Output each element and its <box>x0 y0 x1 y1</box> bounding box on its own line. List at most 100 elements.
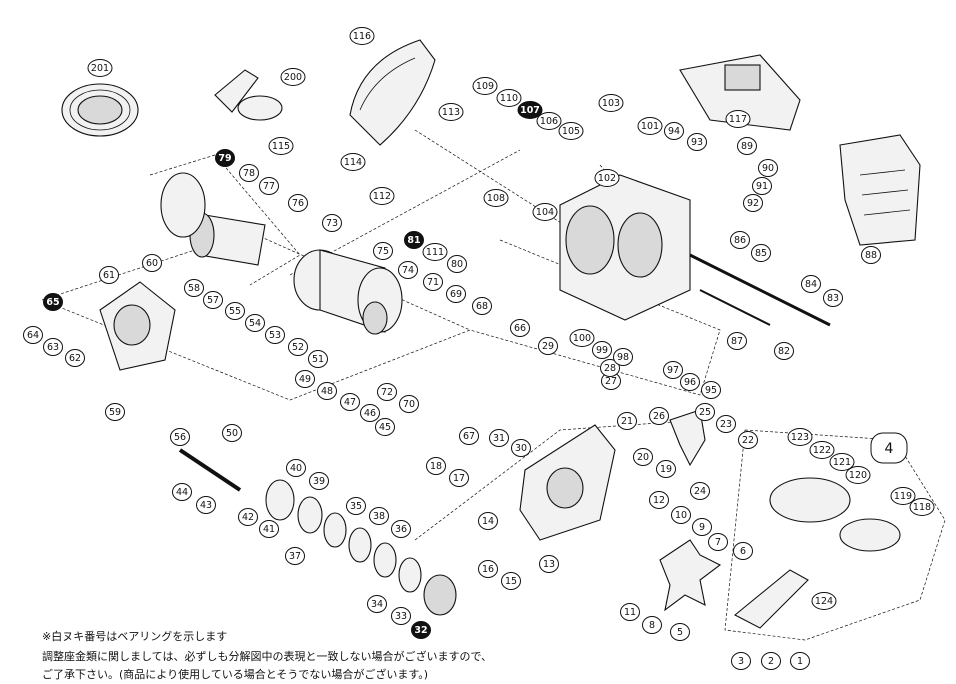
svg-text:50: 50 <box>226 428 238 439</box>
svg-text:114: 114 <box>344 157 362 168</box>
part-callout-80: 80 <box>447 255 467 273</box>
svg-text:99: 99 <box>596 345 608 356</box>
svg-text:119: 119 <box>894 491 912 502</box>
part-callout-104: 104 <box>532 203 558 221</box>
part-callout-56: 56 <box>170 428 190 446</box>
svg-text:24: 24 <box>694 486 706 497</box>
part-callout-14: 14 <box>478 512 498 530</box>
svg-text:37: 37 <box>289 551 301 562</box>
svg-text:118: 118 <box>913 502 931 513</box>
drag-washers <box>265 479 457 616</box>
svg-text:82: 82 <box>778 346 790 357</box>
part-callout-118: 118 <box>909 498 935 516</box>
part-callout-35: 35 <box>346 497 366 515</box>
svg-text:6: 6 <box>740 546 746 557</box>
part-callout-98: 98 <box>613 348 633 366</box>
handle-arm-124 <box>734 569 809 629</box>
part-callout-39: 39 <box>309 472 329 490</box>
handle-side-cover-21 <box>519 424 616 541</box>
svg-text:200: 200 <box>284 72 302 83</box>
spool-75 <box>293 249 403 335</box>
part-callout-111: 111 <box>422 243 448 261</box>
part-callout-21: 21 <box>617 412 637 430</box>
part-callout-13: 13 <box>539 555 559 573</box>
part-callout-49: 49 <box>295 370 315 388</box>
part-callout-30: 30 <box>511 439 531 457</box>
part-callout-89: 89 <box>737 137 757 155</box>
part-callout-81: 81 <box>404 231 424 249</box>
part-callout-40: 40 <box>286 459 306 477</box>
part-callout-44: 44 <box>172 483 192 501</box>
svg-text:33: 33 <box>395 611 407 622</box>
part-callout-82: 82 <box>774 342 794 360</box>
svg-text:38: 38 <box>373 511 385 522</box>
part-callout-12: 12 <box>649 491 669 509</box>
part-callout-33: 33 <box>391 607 411 625</box>
svg-text:52: 52 <box>292 342 304 353</box>
svg-text:88: 88 <box>865 250 877 261</box>
part-callout-46: 46 <box>360 404 380 422</box>
part-callout-65: 65 <box>43 293 63 311</box>
part-callout-106: 106 <box>536 112 562 130</box>
main-shaft-43 <box>178 448 242 492</box>
line-spool-201 <box>61 83 139 137</box>
svg-text:39: 39 <box>313 476 325 487</box>
part-callout-48: 48 <box>317 382 337 400</box>
part-callout-38: 38 <box>369 507 389 525</box>
svg-text:2: 2 <box>768 656 774 667</box>
svg-text:75: 75 <box>377 246 389 257</box>
svg-text:104: 104 <box>536 207 554 218</box>
svg-text:60: 60 <box>146 258 158 269</box>
svg-text:40: 40 <box>290 463 302 474</box>
svg-text:29: 29 <box>542 341 554 352</box>
display-unit-117 <box>679 54 801 131</box>
part-callout-93: 93 <box>687 133 707 151</box>
part-callout-71: 71 <box>423 273 443 291</box>
svg-text:17: 17 <box>453 473 465 484</box>
part-callout-91: 91 <box>752 177 772 195</box>
svg-text:20: 20 <box>637 452 649 463</box>
part-callout-62: 62 <box>65 349 85 367</box>
svg-text:14: 14 <box>482 516 494 527</box>
part-callout-23: 23 <box>716 415 736 433</box>
part-callout-108: 108 <box>483 189 509 207</box>
svg-text:102: 102 <box>598 173 616 184</box>
svg-text:94: 94 <box>668 126 680 137</box>
svg-text:81: 81 <box>407 235 420 246</box>
part-callout-63: 63 <box>43 338 63 356</box>
part-callout-76: 76 <box>288 194 308 212</box>
part-callout-75: 75 <box>373 242 393 260</box>
svg-text:97: 97 <box>667 365 679 376</box>
svg-text:103: 103 <box>602 98 620 109</box>
svg-text:5: 5 <box>677 627 683 638</box>
part-callout-201: 201 <box>87 59 113 77</box>
part-callout-77: 77 <box>259 177 279 195</box>
part-callout-52: 52 <box>288 338 308 356</box>
part-callout-58: 58 <box>184 279 204 297</box>
svg-text:7: 7 <box>715 537 721 548</box>
svg-text:43: 43 <box>200 500 212 511</box>
svg-text:13: 13 <box>543 559 555 570</box>
svg-text:27: 27 <box>605 376 617 387</box>
part-callout-66: 66 <box>510 319 530 337</box>
svg-text:84: 84 <box>805 279 817 290</box>
part-callout-69: 69 <box>446 285 466 303</box>
bearing-note: ※白ヌキ番号はベアリングを示します <box>42 630 228 643</box>
group-4-label: 4 <box>885 441 894 457</box>
svg-text:70: 70 <box>403 399 415 410</box>
part-callout-94: 94 <box>664 122 684 140</box>
cable-200 <box>214 69 283 121</box>
part-callout-8: 8 <box>642 616 662 634</box>
part-callout-16: 16 <box>478 560 498 578</box>
svg-text:121: 121 <box>833 457 851 468</box>
svg-text:55: 55 <box>229 306 241 317</box>
part-callout-3: 3 <box>731 652 751 670</box>
svg-text:98: 98 <box>617 352 629 363</box>
svg-text:91: 91 <box>756 181 768 192</box>
part-callout-54: 54 <box>245 314 265 332</box>
part-callout-25: 25 <box>695 403 715 421</box>
part-callout-55: 55 <box>225 302 245 320</box>
part-callout-10: 10 <box>671 506 691 524</box>
